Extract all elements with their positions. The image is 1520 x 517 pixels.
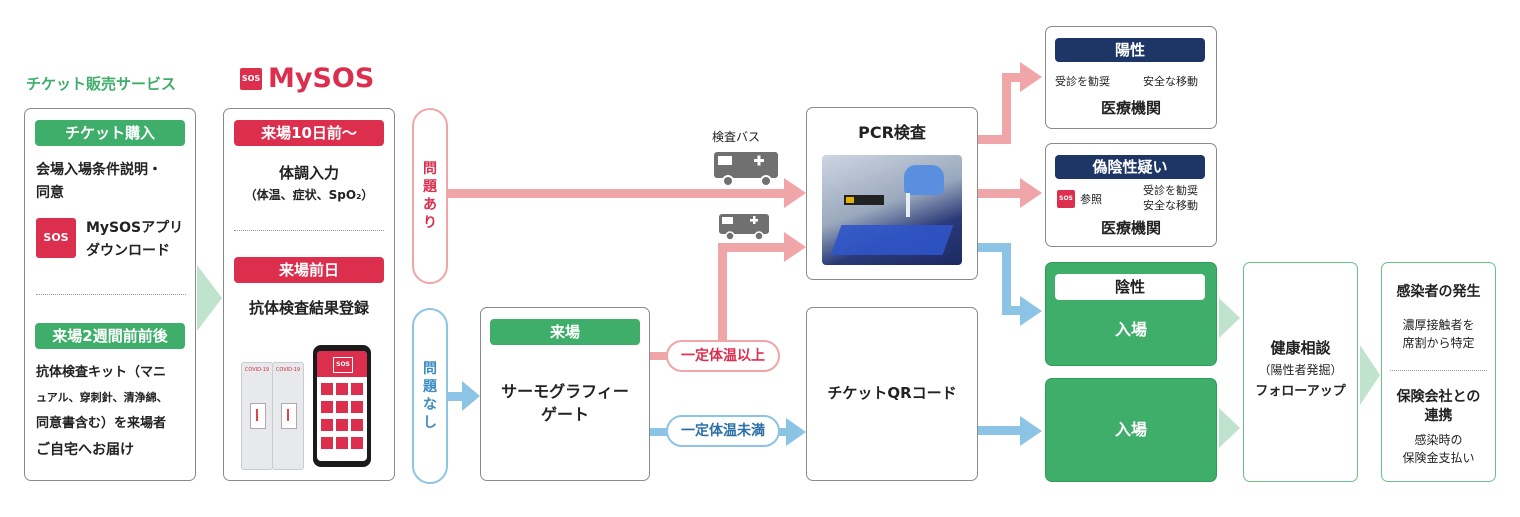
pcr-lab-image	[822, 155, 962, 265]
followup-box	[1243, 262, 1358, 482]
arrow-problem-yes-to-pcr	[446, 178, 806, 208]
positive-label: 陽性	[1055, 38, 1205, 62]
arrow-pcr-to-false-negative	[978, 178, 1042, 208]
mysos-app-icon: SOS	[36, 218, 76, 258]
positive-right-text: 安全な移動	[1143, 75, 1198, 88]
divider	[36, 294, 186, 295]
arrow-temp-high-to-pcr	[650, 232, 806, 360]
ticket-line2: 同意	[36, 185, 64, 201]
infection-title: 感染者の発生	[1396, 284, 1481, 300]
kit-line4: ご自宅へお届け	[36, 442, 134, 458]
ref-text: 参照	[1080, 193, 1102, 206]
chevron-arrow-4	[1360, 345, 1380, 405]
ticket-line1: 会場入場条件説明・	[36, 162, 162, 178]
ticket-service-title: チケット販売サービス	[26, 75, 177, 93]
mysos-brand: MySOS	[268, 63, 375, 94]
problem-yes-pill: 問題あり	[412, 108, 448, 284]
test-kit-label: COVID-19	[275, 367, 301, 373]
problem-yes-text: 問題あり	[423, 161, 437, 231]
followup-line2: （陽性者発掘）	[1258, 363, 1343, 377]
temp-low-pill: 一定体温未満	[666, 415, 780, 447]
health-input: 体調入力	[278, 164, 339, 182]
negative-label: 陰性	[1055, 274, 1205, 300]
test-kit-label: COVID-19	[244, 367, 270, 373]
kit-timing-label: 来場2週間前前後	[35, 323, 185, 349]
health-detail: （体温、症状、SpO₂）	[244, 188, 374, 202]
smartphone-image: SOS	[313, 345, 371, 467]
infection-line1: 濃厚接触者を	[1402, 318, 1475, 332]
infection-box	[1381, 262, 1496, 482]
app-download-line2: ダウンロード	[86, 243, 170, 259]
enter-text: 入場	[1114, 420, 1147, 439]
thermo-line2: ゲート	[540, 405, 589, 424]
insurance-detail1: 感染時の	[1414, 433, 1463, 447]
bus-icon-small	[719, 214, 769, 241]
mysos-logo-icon: SOS	[240, 68, 262, 90]
antibody-result-register: 抗体検査結果登録	[248, 299, 369, 317]
arrow-problem-no-to-thermo	[446, 381, 480, 411]
divider	[234, 230, 384, 231]
negative-enter: 入場	[1114, 320, 1147, 339]
test-kit-image: COVID-19	[241, 362, 273, 470]
positive-left-text: 受診を勧奨	[1055, 75, 1110, 88]
infection-line2: 席割から特定	[1402, 336, 1475, 350]
arrow-qr-to-enter	[978, 416, 1042, 446]
bus-icon	[714, 152, 778, 187]
ticket-purchase-label: チケット購入	[35, 120, 185, 146]
test-kit-image: COVID-19	[272, 362, 304, 470]
chevron-arrow-2	[1219, 298, 1240, 338]
fn-right-line1: 受診を勧奨	[1143, 184, 1198, 197]
pcr-title: PCR検査	[858, 123, 926, 142]
problem-no-pill: 問題なし	[412, 308, 448, 484]
divider	[1390, 370, 1487, 371]
insurance-line2: 連携	[1424, 408, 1453, 424]
ticket-qr-box	[806, 307, 978, 481]
false-negative-destination: 医療機関	[1100, 219, 1161, 237]
false-negative-label: 偽陰性疑い	[1055, 155, 1205, 179]
temp-high-pill: 一定体温以上	[666, 340, 780, 372]
followup-line1: 健康相談	[1270, 339, 1331, 357]
ticket-qr-code: チケットQRコード	[827, 384, 957, 402]
thermo-line1: サーモグラフィー	[501, 382, 629, 401]
arrival-label: 来場	[490, 319, 640, 345]
ten-days-before-label: 来場10日前〜	[234, 120, 384, 146]
fn-right-line2: 安全な移動	[1143, 199, 1198, 212]
chevron-arrow-1	[197, 265, 222, 331]
bus-label: 検査バス	[712, 130, 761, 144]
insurance-line1: 保険会社との	[1396, 389, 1481, 405]
arrow-pcr-to-positive	[978, 62, 1042, 144]
phone-sos-logo: SOS	[333, 357, 353, 373]
enter-box	[1045, 378, 1217, 482]
kit-line1: 抗体検査キット（マニ	[36, 365, 167, 380]
day-before-label: 来場前日	[234, 257, 384, 283]
sos-ref-icon: SOS	[1057, 190, 1075, 208]
followup-line3: フォローアップ	[1255, 384, 1346, 399]
arrow-temp-low-to-qr	[650, 418, 806, 446]
positive-destination: 医療機関	[1100, 99, 1161, 117]
app-download-line1: MySOSアプリ	[86, 220, 184, 236]
kit-line3: 同意書含む）を来場者	[36, 416, 167, 431]
kit-line2: ュアル、穿刺針、清浄綿、	[36, 391, 168, 404]
chevron-arrow-3	[1219, 408, 1240, 448]
problem-no-text: 問題なし	[423, 361, 437, 431]
insurance-detail2: 保険金支払い	[1402, 451, 1475, 465]
arrow-pcr-to-negative	[978, 243, 1042, 326]
